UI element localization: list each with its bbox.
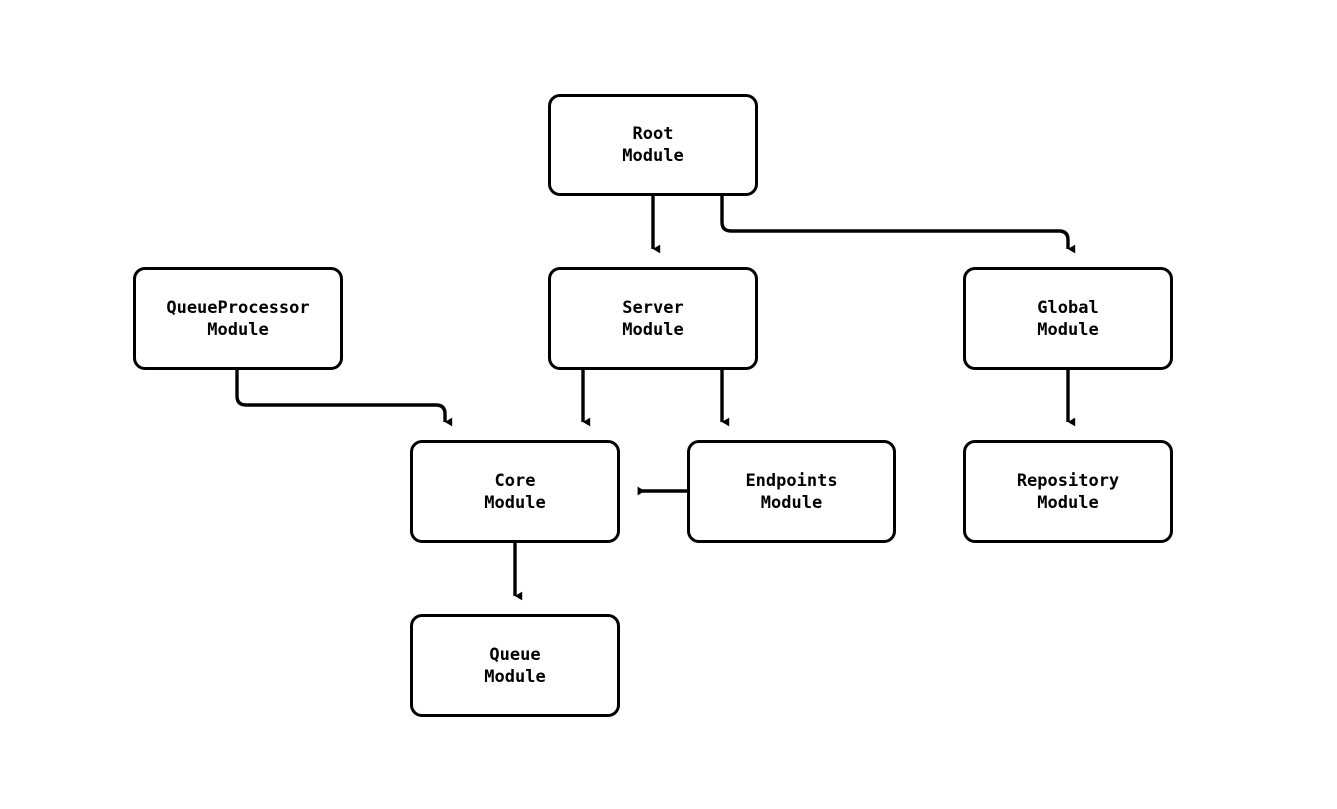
node-queue-module-name: Queue — [489, 644, 541, 665]
node-endpoints-module-suffix: Module — [760, 492, 823, 513]
edge-root-to-global — [720, 196, 1076, 254]
node-server-module-name: Server — [622, 297, 684, 318]
node-global-module-name: Global — [1037, 297, 1099, 318]
node-repository-module-name: Repository — [1016, 470, 1120, 491]
node-queueprocessor-module-name: QueueProcessor — [166, 297, 310, 318]
node-queue-module[interactable]: Queue Module — [410, 614, 620, 717]
node-repository-module[interactable]: Repository Module — [963, 440, 1173, 543]
node-queueprocessor-module-suffix: Module — [207, 319, 269, 340]
node-core-module-name: Core — [494, 470, 536, 491]
node-queueprocessor-module[interactable]: QueueProcessor Module — [133, 267, 343, 370]
node-root-module-name: Root — [632, 124, 674, 144]
node-server-module[interactable]: Server Module — [548, 267, 758, 370]
node-core-module-suffix: Module — [484, 492, 546, 513]
node-queue-module-suffix: Module — [484, 666, 546, 687]
node-server-module-suffix: Module — [622, 319, 684, 340]
node-endpoints-module-name: Endpoints — [745, 470, 838, 491]
node-repository-module-suffix: Module — [1037, 492, 1099, 513]
node-endpoints-module[interactable]: Endpoints Module — [687, 440, 896, 543]
node-global-module-suffix: Module — [1037, 319, 1099, 340]
edge-queueprocessor-to-core — [235, 370, 453, 427]
node-core-module[interactable]: Core Module — [410, 440, 620, 543]
node-global-module[interactable]: Global Module — [963, 267, 1173, 370]
node-root-module[interactable]: Root Module — [548, 94, 758, 196]
node-root-module-suffix: Module — [622, 146, 684, 166]
